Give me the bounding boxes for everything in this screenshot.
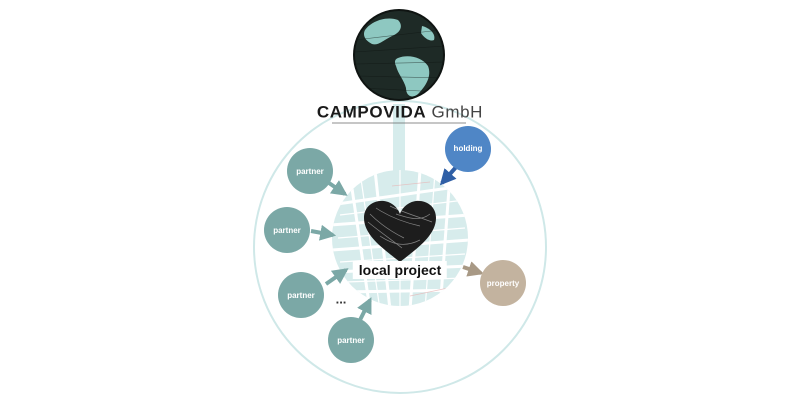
partner-arrow-4 xyxy=(357,297,372,321)
globe-icon xyxy=(353,9,445,101)
partner-arrow-2 xyxy=(310,224,337,241)
partner-node-2 xyxy=(264,207,310,253)
partner-label-4: partner xyxy=(337,336,365,345)
more-partners-ellipsis: ... xyxy=(335,291,347,307)
partner-label-3: partner xyxy=(287,291,315,300)
globe-connector xyxy=(393,104,405,184)
local-project-label: local project xyxy=(352,261,448,279)
partner-node-1 xyxy=(287,148,333,194)
partner-label-2: partner xyxy=(273,226,301,235)
company-name: CAMPOVIDA GmbH xyxy=(317,104,483,121)
company-brand: CAMPOVIDA xyxy=(316,102,427,122)
holding-node xyxy=(445,126,491,172)
outer-ring xyxy=(253,100,547,394)
partner-label-1: partner xyxy=(296,167,324,176)
company-suffix: GmbH xyxy=(431,102,484,122)
holding-arrow xyxy=(439,164,459,186)
property-node xyxy=(480,260,526,306)
heart-icon xyxy=(364,200,436,262)
partner-node-4 xyxy=(328,317,374,363)
property-arrow xyxy=(462,261,485,277)
partner-arrow-1 xyxy=(327,180,348,196)
holding-label: holding xyxy=(453,144,483,153)
partner-arrow-3 xyxy=(324,268,349,286)
partner-node-3 xyxy=(278,272,324,318)
property-label: property xyxy=(486,279,520,288)
